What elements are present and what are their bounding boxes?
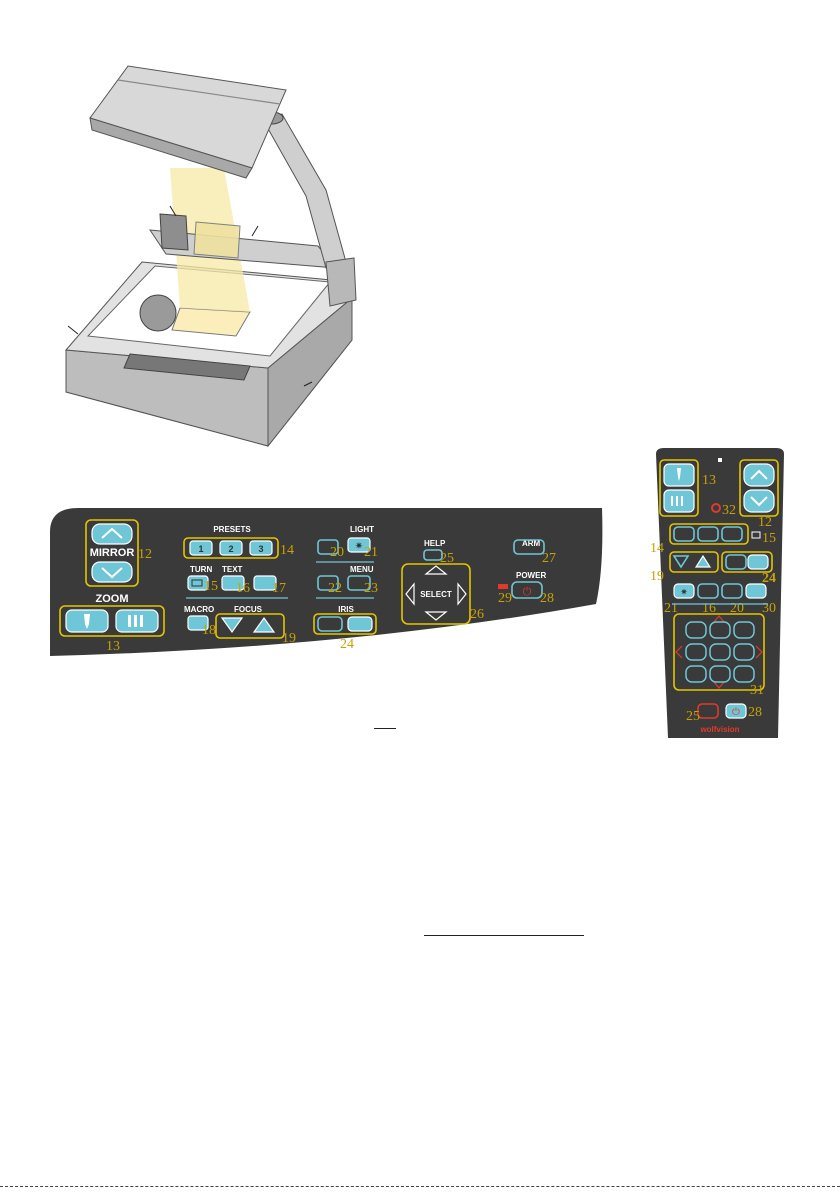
help-label: HELP xyxy=(424,539,446,548)
remote-down-button[interactable] xyxy=(744,490,774,512)
callout-18: 18 xyxy=(202,623,216,638)
iris-label: IRIS xyxy=(338,605,354,614)
callout-22: 22 xyxy=(328,581,342,596)
turn-label: TURN xyxy=(190,565,212,574)
callout-29: 29 xyxy=(498,591,512,606)
remote-iris-open-button[interactable] xyxy=(748,555,768,569)
callout-24: 24 xyxy=(340,637,354,652)
remote-callout-31: 31 xyxy=(750,683,764,698)
page-bottom-rule xyxy=(0,1186,840,1189)
iris-open-button[interactable] xyxy=(348,617,372,631)
callout-20: 20 xyxy=(330,545,344,560)
remote-callout-28: 28 xyxy=(748,705,762,720)
remote-power-icon: ⏻ xyxy=(732,707,740,718)
preset-1-label: 1 xyxy=(198,544,203,554)
zoom-wide-icon xyxy=(128,615,143,627)
remote-callout-32: 32 xyxy=(722,503,736,518)
power-label: POWER xyxy=(516,571,546,580)
select-label: SELECT xyxy=(420,590,452,599)
callout-16: 16 xyxy=(236,581,250,596)
remote-brand-logo: wolfvision xyxy=(699,725,739,734)
preset-3-label: 3 xyxy=(258,544,263,554)
power-led xyxy=(498,584,508,589)
callout-21: 21 xyxy=(364,545,378,560)
remote-light-icon: ✷ xyxy=(680,587,688,597)
remote-callout-24: 24 xyxy=(762,571,776,586)
remote-callout-15: 15 xyxy=(762,531,776,546)
callout-17: 17 xyxy=(272,581,286,596)
callout-23: 23 xyxy=(364,581,378,596)
menu-label: MENU xyxy=(350,565,374,574)
light-label: LIGHT xyxy=(350,525,374,534)
preset-2-label: 2 xyxy=(228,544,233,554)
zoom-label: ZOOM xyxy=(96,593,129,605)
callout-15: 15 xyxy=(204,579,218,594)
remote-callout-14: 14 xyxy=(650,541,664,556)
remote-zoom-wide-button[interactable] xyxy=(664,490,694,512)
callout-14: 14 xyxy=(280,543,294,558)
callout-27: 27 xyxy=(542,551,556,566)
remote-callout-30: 30 xyxy=(762,601,776,616)
short-rule xyxy=(374,728,396,729)
remote-callout-25: 25 xyxy=(686,709,700,724)
long-rule xyxy=(424,935,584,936)
macro-label: MACRO xyxy=(184,605,214,614)
callout-19: 19 xyxy=(282,631,296,646)
mirror-down-button[interactable] xyxy=(92,562,132,582)
remote-callout-12: 12 xyxy=(758,515,772,530)
light-icon: ✷ xyxy=(355,541,363,552)
power-icon: ⏻ xyxy=(523,586,532,598)
mirror-up-button[interactable] xyxy=(92,524,132,544)
presets-label: PRESETS xyxy=(213,525,251,534)
light-hood xyxy=(90,66,286,178)
callout-28: 28 xyxy=(540,591,554,606)
callout-26: 26 xyxy=(470,607,484,622)
remote-control: 13 12 32 15 14 19 24 ✷ 21 16 2 xyxy=(650,448,790,748)
focus-label: FOCUS xyxy=(234,605,263,614)
control-panel: MIRROR 12 ZOOM 13 PRESETS 1 2 3 14 TURN … xyxy=(50,508,610,658)
remote-callout-19: 19 xyxy=(650,569,664,584)
callout-12: 12 xyxy=(138,547,152,562)
remote-callout-21: 21 xyxy=(664,601,678,616)
remote-callout-13: 13 xyxy=(702,473,716,488)
remote-freeze-button[interactable] xyxy=(746,584,766,598)
mirror-label: MIRROR xyxy=(90,547,135,559)
remote-led xyxy=(718,458,722,462)
callout-13: 13 xyxy=(106,639,120,654)
remote-up-button[interactable] xyxy=(744,464,774,486)
text-label: TEXT xyxy=(222,565,243,574)
